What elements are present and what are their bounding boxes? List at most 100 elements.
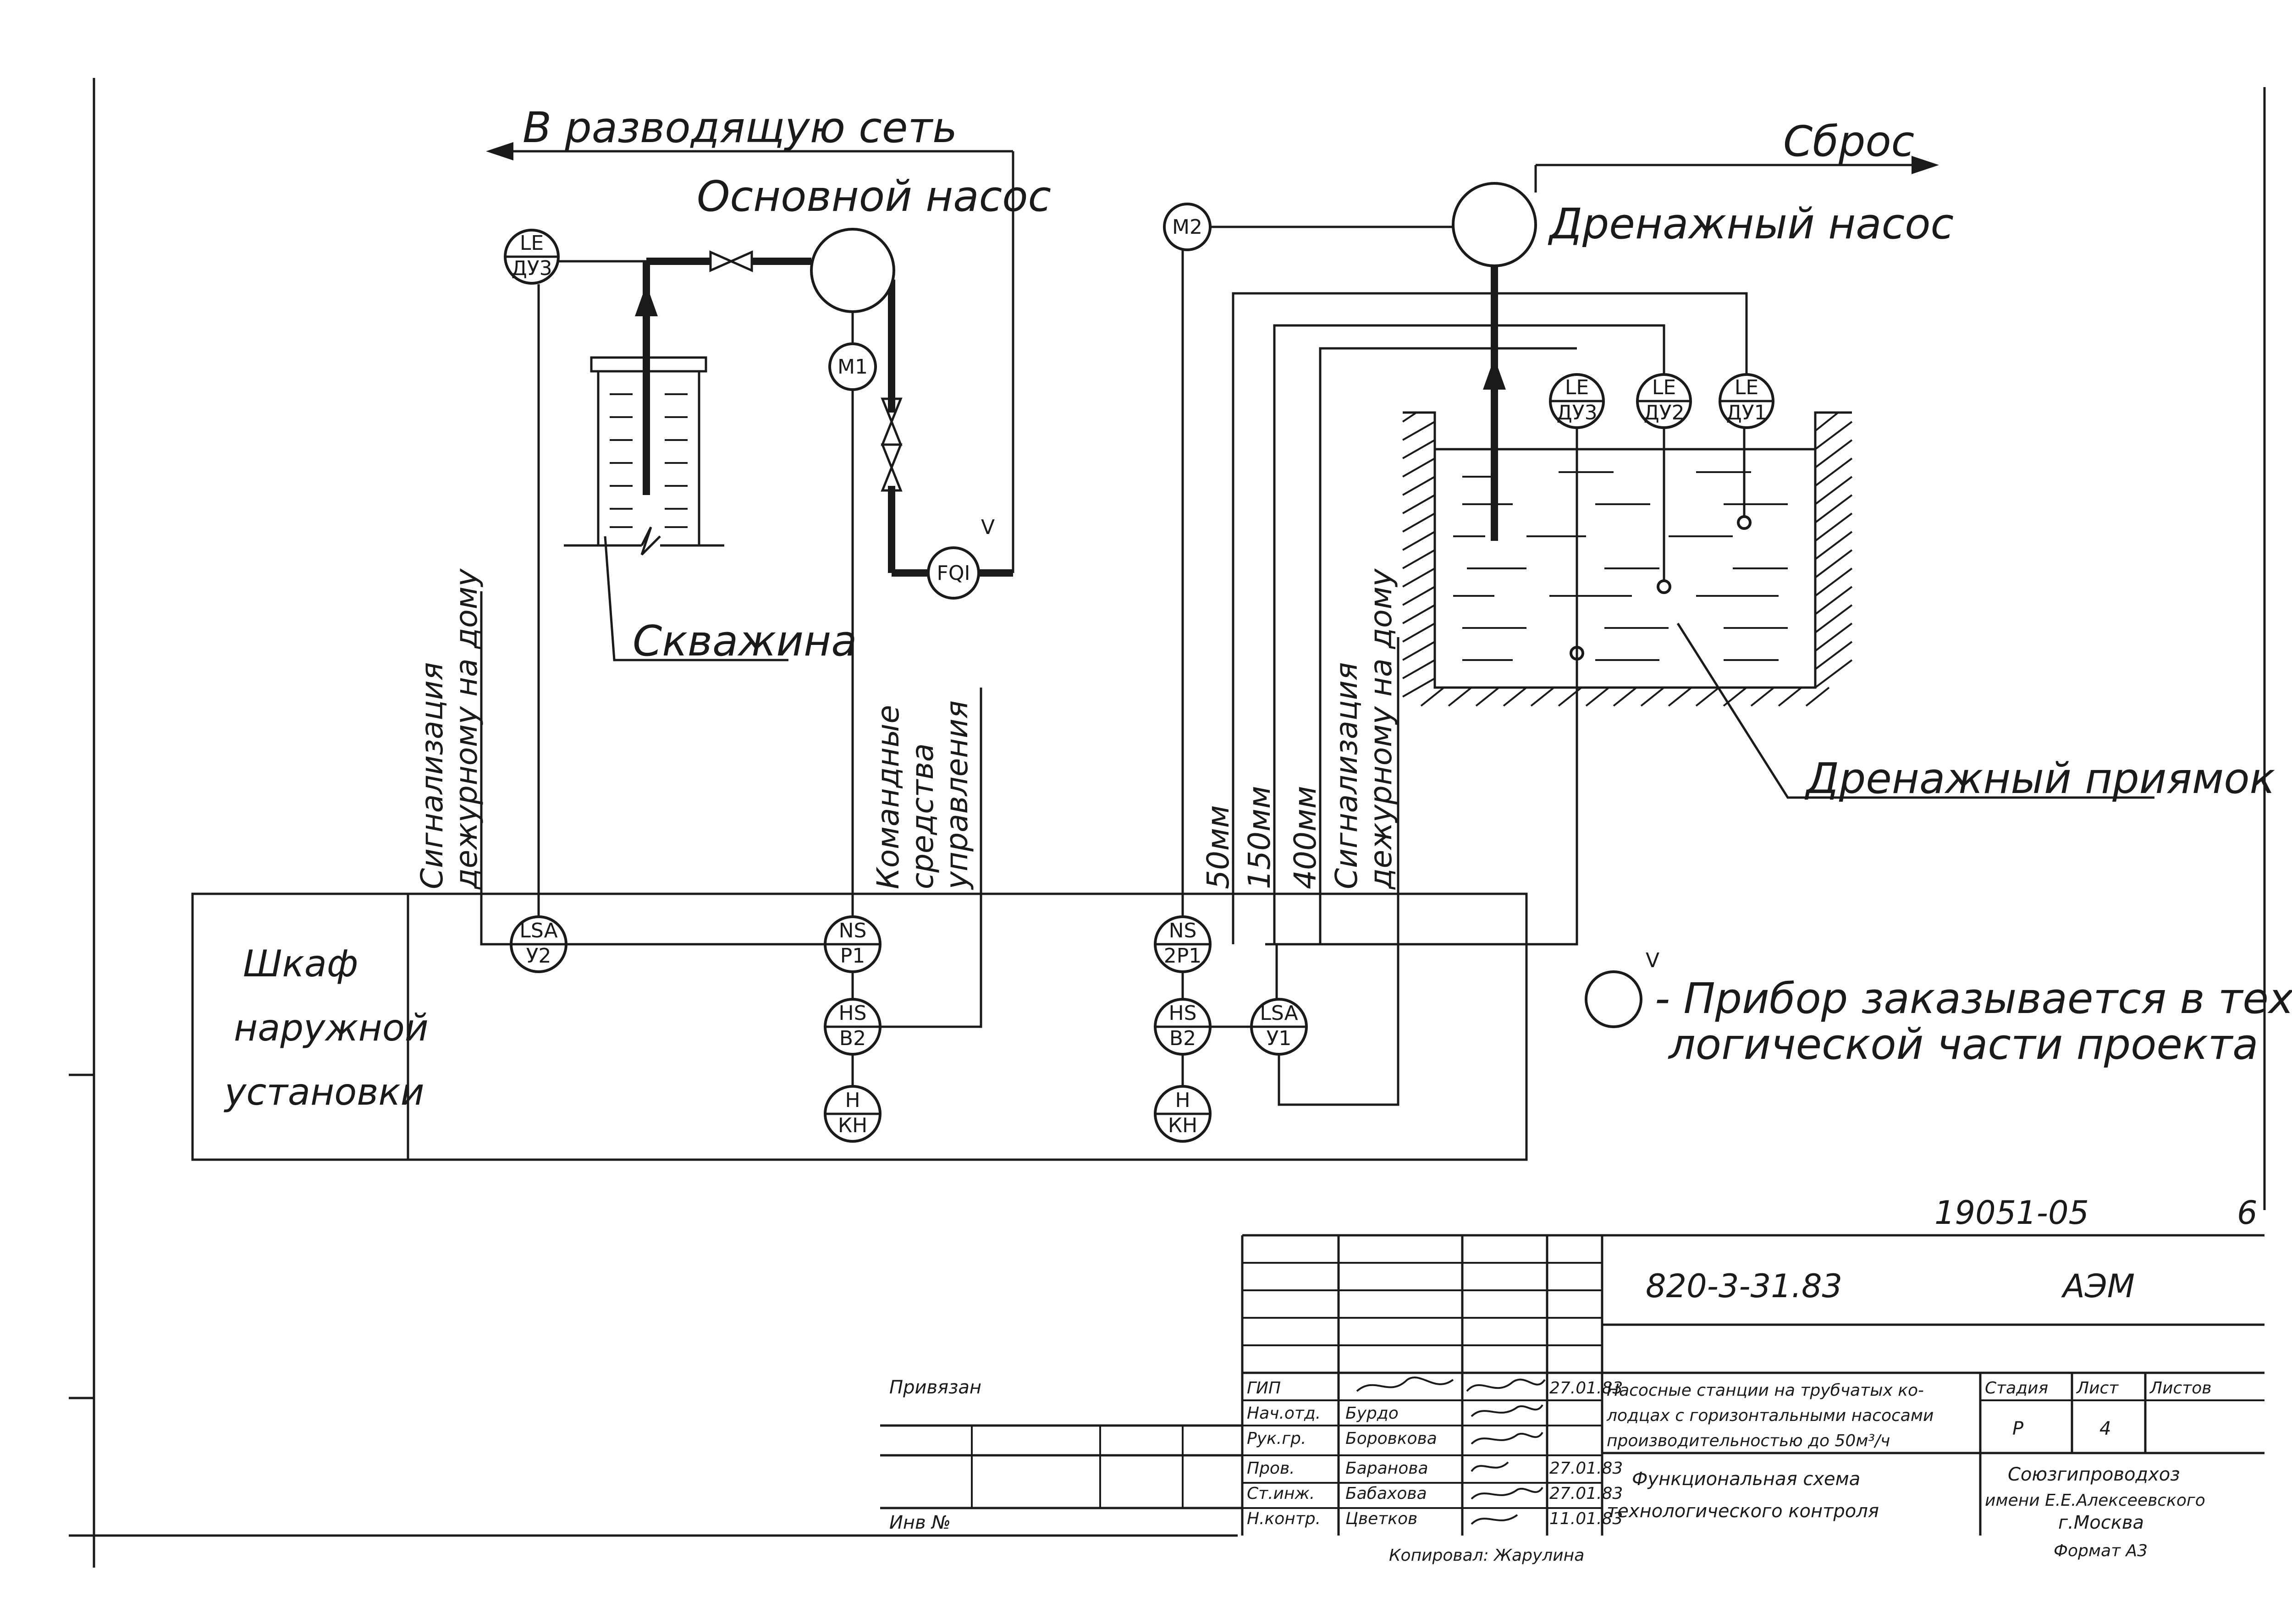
drawing-title-line1: Функциональная схема [1632, 1469, 1860, 1490]
date-0: 27.01.83 [1549, 1379, 1623, 1398]
instrument-h-kn-right-bottom: КН [1168, 1114, 1197, 1137]
sheet-value: 4 [2099, 1418, 2111, 1439]
name-5: Цветков [1345, 1509, 1417, 1528]
name-2: Боровкова [1345, 1429, 1437, 1448]
instrument-fqi: FQI V [927, 516, 995, 600]
instrument-lsa-u1-bottom: У1 [1267, 1027, 1292, 1050]
sheet-corner-number: 6 [2237, 1194, 2258, 1232]
role-3: Пров. [1247, 1459, 1295, 1478]
sheet-label: Лист [2076, 1379, 2119, 1398]
label-main-pump: Основной насос [697, 172, 1051, 221]
role-1: Нач.отд. [1247, 1404, 1321, 1423]
date-5: 11.01.83 [1549, 1509, 1623, 1528]
label-drain-pump: Дренажный насос [1548, 199, 1954, 248]
instrument-m1: М1 [828, 342, 877, 391]
instrument-le-du2-pit: LE ДУ2 [1636, 373, 1692, 429]
role-0: ГИП [1247, 1379, 1281, 1398]
name-3: Баранова [1345, 1459, 1428, 1478]
vertical-label-400mm: 400мм [1288, 786, 1323, 889]
instrument-h-kn-left: Н КН [824, 1085, 882, 1143]
instrument-le-du3-left-bottom: ДУ3 [511, 257, 552, 280]
instrument-h-kn-right: Н КН [1154, 1085, 1212, 1143]
copied-by: Копировал: Жарулина [1389, 1546, 1584, 1565]
instrument-le-du3-pit: LE ДУ3 [1549, 373, 1605, 429]
instrument-le-du3-left: LE ДУ3 [504, 229, 560, 285]
instrument-lsa-u2-top: LSA [519, 919, 557, 942]
instrument-hs-v2-left: HS В2 [824, 998, 882, 1056]
instrument-m2-label: М2 [1172, 215, 1202, 239]
instrument-le-du1-pit-top: LE [1735, 376, 1758, 399]
instrument-ns-p1-top: NS [839, 919, 867, 942]
document-code: 820-3-31.83 [1646, 1267, 1842, 1305]
stage-value: Р [2012, 1418, 2024, 1439]
signal-left-line1: Сигнализация [414, 662, 450, 889]
label-to-network: В разводящую сеть [523, 103, 957, 152]
sheet-frame [69, 78, 2266, 1568]
project-title-line3: производительностью до 50м³/ч [1607, 1431, 1890, 1450]
vertical-label-150mm: 150мм [1242, 786, 1277, 889]
instrument-hs-v2-right: HS В2 [1154, 998, 1212, 1056]
drain-pump-piping [1210, 156, 1939, 541]
well [564, 356, 788, 661]
instrument-lsa-u1-top: LSA [1260, 1002, 1298, 1025]
role-5: Н.контр. [1247, 1509, 1321, 1528]
role-2: Рук.гр. [1247, 1429, 1306, 1448]
cabinet [191, 892, 1528, 1161]
format-label: Формат А3 [2054, 1541, 2148, 1560]
instrument-fqi-mark: V [981, 516, 995, 539]
date-3: 27.01.83 [1549, 1459, 1623, 1478]
instrument-m2: М2 [1163, 203, 1212, 251]
instrument-h-kn-left-bottom: КН [838, 1114, 867, 1137]
drawing-title-line2: технологического контроля [1607, 1501, 1879, 1522]
instrument-le-du3-pit-bottom: ДУ3 [1556, 401, 1597, 424]
signal-right-line1: Сигнализация [1329, 662, 1364, 889]
instrument-lsa-u2: LSA У2 [510, 915, 567, 973]
instrument-ns-p1: NS Р1 [824, 915, 882, 973]
legend-text-line1: - Прибор заказывается в техно- [1655, 974, 2292, 1023]
label-discharge: Сброс [1783, 117, 1914, 166]
organization-line3: г.Москва [2058, 1512, 2144, 1533]
instrument-ns-2p1: NS 2Р1 [1154, 915, 1212, 973]
project-title-line1: Насосные станции на трубчатых ко- [1607, 1381, 1924, 1400]
instrument-lsa-u2-bottom: У2 [526, 944, 551, 968]
instrument-ns-p1-bottom: Р1 [840, 944, 865, 968]
label-well: Скважина [633, 617, 857, 666]
legend: V - Прибор заказывается в техно- логичес… [1585, 949, 2292, 1069]
archive-number: 19051-05 [1934, 1194, 2089, 1232]
title-block: 19051-05 6 820-3-31.83 АЭМ Привязан Ин [880, 1194, 2264, 1565]
instrument-le-du1-pit-bottom: ДУ1 [1726, 401, 1767, 424]
instrument-le-du1-pit: LE ДУ1 [1719, 373, 1774, 429]
instrument-m1-label: М1 [837, 355, 868, 379]
instrument-le-du2-pit-top: LE [1652, 376, 1676, 399]
instrument-fqi-label: FQI [937, 562, 970, 585]
signal-right-line2: дежурному на дому [1363, 568, 1399, 890]
instrument-le-du3-pit-top: LE [1565, 376, 1589, 399]
role-4: Ст.инж. [1247, 1484, 1315, 1503]
vertical-label-signal-left: Сигнализация дежурному на дому [414, 568, 484, 890]
command-line3: управления [939, 700, 975, 890]
command-line2: средства [905, 743, 940, 890]
command-line1: Командные [871, 705, 906, 889]
instrument-ns-2p1-bottom: 2Р1 [1164, 944, 1202, 968]
instrument-hs-v2-right-bottom: В2 [1169, 1027, 1196, 1050]
name-1: Бурдо [1345, 1404, 1399, 1423]
legend-mark: V [1646, 949, 1659, 972]
date-4: 27.01.83 [1549, 1484, 1623, 1503]
label-drain-pit: Дренажный приямок [1804, 754, 2275, 803]
inv-label: Инв № [889, 1512, 951, 1533]
instrument-lsa-u1: LSA У1 [1250, 998, 1308, 1056]
name-4: Бабахова [1345, 1484, 1427, 1503]
signal-left-line2: дежурному на дому [449, 568, 484, 890]
legend-circle-icon [1585, 970, 1642, 1028]
instrument-ns-2p1-top: NS [1169, 919, 1197, 942]
signal-lines [480, 248, 1748, 1106]
project-title-line2: лодцах с горизонтальными насосами [1606, 1406, 1934, 1425]
vertical-label-signal-right: Сигнализация дежурному на дому [1329, 568, 1399, 890]
instrument-le-du3-left-top: LE [520, 231, 544, 255]
signatures [1356, 1376, 1546, 1525]
stage-label: Стадия [1985, 1379, 2048, 1398]
instrument-hs-v2-right-top: HS [1168, 1002, 1196, 1025]
cabinet-label-line1: Шкаф [243, 942, 358, 985]
vertical-label-command: Командные средства управления [871, 700, 975, 890]
